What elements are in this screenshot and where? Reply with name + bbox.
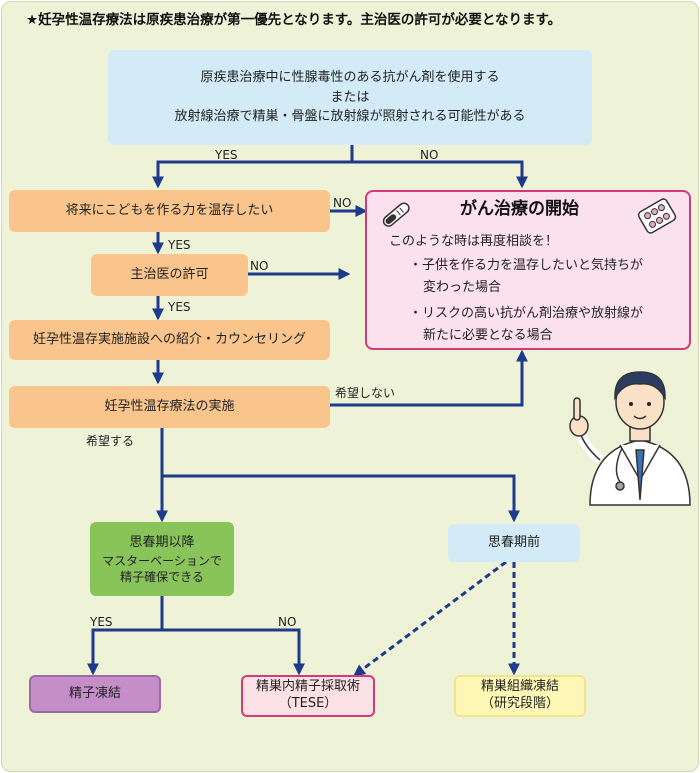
- tese-box: 精巣内精子採取術 （TESE）: [241, 675, 375, 717]
- label-yes-wish: YES: [168, 238, 191, 252]
- sperm-freezing-text: 精子凍結: [68, 686, 121, 702]
- card-intro: このような時は再度相談を！: [389, 234, 559, 249]
- physician-permission-text: 主治医の許可: [130, 267, 209, 283]
- referral-box: 妊孕性温存実施施設への紹介・カウンセリング: [9, 320, 330, 360]
- label-yes-sperm: YES: [90, 615, 113, 629]
- arrow-not-wish: [330, 349, 528, 407]
- post-puberty-line-1: 思春期以降: [129, 535, 195, 551]
- label-no-permission: NO: [250, 259, 269, 273]
- condition-box: 原疾患治療中に性腺毒性のある抗がん剤を使用する または 放射線治療で精巣・骨盤に…: [108, 50, 592, 145]
- physician-permission-box: 主治医の許可: [91, 254, 248, 296]
- implementation-box: 妊孕性温存療法の実施: [9, 386, 330, 428]
- arrow-to-pre-puberty: [162, 474, 520, 523]
- arrow-no-sperm: [162, 628, 305, 676]
- condition-line-2: または: [330, 89, 370, 105]
- arrow-no-top: [352, 160, 528, 189]
- arrow-pre-to-tese: [353, 560, 507, 677]
- condition-line-3: 放射線治療で精巣・骨盤に放射線が照射される可能性がある: [174, 109, 526, 125]
- thermometer-icon: [382, 202, 410, 227]
- preserve-wish-text: 将来にこどもを作る力を温存したい: [65, 203, 274, 219]
- tissue-freezing-line-2: （研究段階）: [480, 696, 559, 711]
- pill-pack-icon: [637, 198, 677, 234]
- post-puberty-line-2: マスターベーションで: [102, 553, 222, 568]
- post-puberty-box: 思春期以降 マスターベーションで 精子確保できる: [90, 522, 234, 596]
- referral-text: 妊孕性温存実施施設への紹介・カウンセリング: [32, 332, 306, 348]
- arrow-yes-sperm: [87, 628, 162, 676]
- treatment-start-card: がん治療の開始 このような時は再度相談を！ ・子供を作る力を温存したいと気持ちが…: [365, 190, 691, 350]
- label-no-wish: NO: [333, 196, 352, 210]
- tese-line-2: （TESE）: [278, 696, 338, 711]
- sperm-freezing-box: 精子凍結: [29, 675, 161, 713]
- tissue-freezing-box: 精巣組織凍結 （研究段階）: [454, 675, 586, 717]
- arrow-yes-top: [152, 160, 352, 189]
- label-not-wish: 希望しない: [335, 386, 396, 400]
- card-bullet-1-line-2: 変わった場合: [423, 280, 502, 295]
- card-bullet-1-line-1: ・子供を作る力を温存したいと気持ちが: [409, 258, 644, 273]
- label-no-sperm: NO: [278, 615, 297, 629]
- card-bullet-2-line-2: 新たに必要となる場合: [423, 328, 553, 343]
- doctor-illustration: [569, 371, 691, 506]
- implementation-text: 妊孕性温存療法の実施: [104, 399, 235, 415]
- label-yes-top: YES: [215, 148, 238, 162]
- label-no-top: NO: [420, 148, 439, 162]
- condition-line-1: 原疾患治療中に性腺毒性のある抗がん剤を使用する: [200, 70, 500, 86]
- tese-line-1: 精巣内精子採取術: [255, 679, 360, 695]
- tissue-freezing-line-1: 精巣組織凍結: [480, 679, 559, 695]
- page-title: ★妊孕性温存療法は原疾患治療が第一優先となります。主治医の許可が必要となります。: [26, 12, 562, 28]
- label-yes-permission: YES: [168, 300, 191, 314]
- treatment-start-heading: がん治療の開始: [460, 199, 579, 219]
- post-puberty-line-3: 精子確保できる: [120, 569, 204, 584]
- card-bullet-2-line-1: ・リスクの高い抗がん剤治療や放射線が: [409, 306, 644, 321]
- pre-puberty-text: 思春期前: [487, 535, 540, 551]
- label-wish: 希望する: [86, 434, 135, 448]
- pre-puberty-box: 思春期前: [448, 524, 580, 562]
- preserve-wish-box: 将来にこどもを作る力を温存したい: [9, 190, 330, 232]
